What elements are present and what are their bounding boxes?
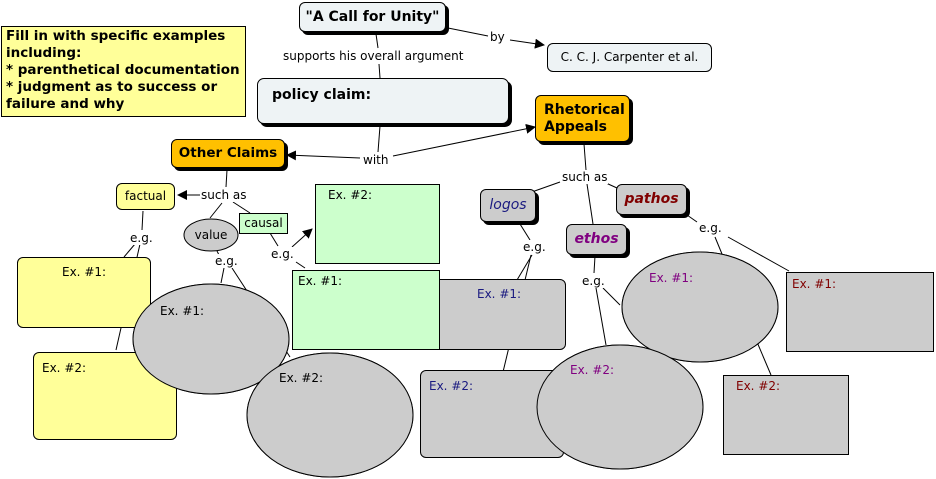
line-eg-causal1 bbox=[295, 261, 306, 269]
example-label: Ex. #2: bbox=[42, 361, 87, 375]
logos-node[interactable]: logos bbox=[480, 189, 536, 222]
rhetorical-appeals-text: Rhetorical Appeals bbox=[544, 102, 625, 135]
line-with-rhetorical bbox=[392, 123, 536, 157]
line-eg-factual1 bbox=[123, 243, 136, 258]
example-label: Ex. #2: bbox=[328, 188, 373, 202]
other-claims-text: Other Claims bbox=[178, 145, 278, 161]
value-example-2-label[interactable]: Ex. #2: bbox=[279, 371, 324, 385]
factual-example-1[interactable]: Ex. #1: bbox=[17, 257, 151, 328]
note-line: * parenthetical documentation bbox=[6, 62, 240, 78]
factual-example-2[interactable]: Ex. #2: bbox=[33, 352, 177, 440]
link-label-by: by bbox=[489, 30, 506, 44]
factual-node[interactable]: factual bbox=[116, 183, 175, 210]
line-title-supports bbox=[375, 33, 379, 49]
value-node[interactable]: value bbox=[184, 227, 238, 243]
example-label: Ex. #2: bbox=[429, 379, 474, 393]
example-label: Ex. #1: bbox=[477, 287, 522, 301]
author-text: C. C. J. Carpenter et al. bbox=[560, 50, 699, 64]
title-text: "A Call for Unity" bbox=[305, 9, 440, 25]
link-label-eg-value: e.g. bbox=[214, 254, 239, 268]
factual-text: factual bbox=[124, 189, 167, 203]
value-ex2-shape bbox=[246, 352, 414, 478]
pathos-text: pathos bbox=[624, 191, 679, 207]
ethos-node[interactable]: ethos bbox=[566, 224, 627, 255]
value-node-shape bbox=[183, 218, 239, 252]
line-other-suchas bbox=[225, 169, 228, 188]
pathos-node[interactable]: pathos bbox=[616, 184, 687, 215]
pathos-example-2[interactable]: Ex. #2: bbox=[723, 375, 849, 455]
note-line: failure and why bbox=[6, 96, 125, 112]
value-example-1-label[interactable]: Ex. #1: bbox=[160, 304, 205, 318]
link-label-eg-causal: e.g. bbox=[270, 247, 295, 261]
instruction-note: Fill in with specific examples including… bbox=[1, 26, 246, 117]
link-label-such-as-appeals: such as bbox=[561, 170, 609, 184]
example-label: Ex. #1: bbox=[792, 277, 837, 291]
line-eg-ethos1 bbox=[602, 287, 621, 306]
other-claims-node[interactable]: Other Claims bbox=[171, 139, 285, 168]
line-eg-pathos-ellipse bbox=[714, 236, 723, 255]
policy-claim-node[interactable]: policy claim: bbox=[257, 78, 509, 124]
example-label: Ex. #1: bbox=[62, 265, 107, 279]
line-pathos-eg bbox=[686, 214, 698, 223]
logos-example-1[interactable]: Ex. #1: bbox=[432, 279, 566, 350]
link-label-eg-logos: e.g. bbox=[522, 240, 547, 254]
line-by-author bbox=[509, 38, 545, 49]
line-with-other bbox=[286, 150, 361, 161]
ethos-example-2-label[interactable]: Ex. #2: bbox=[570, 363, 615, 377]
line-ethos-eg bbox=[593, 255, 596, 274]
note-line: Fill in with specific examples bbox=[6, 28, 226, 44]
ethos-example-1-label[interactable]: Ex. #1: bbox=[649, 271, 694, 285]
link-label-supports: supports his overall argument bbox=[282, 49, 465, 63]
example-label: Ex. #2: bbox=[736, 379, 781, 393]
link-label-with: with bbox=[362, 153, 390, 167]
title-node[interactable]: "A Call for Unity" bbox=[299, 2, 446, 32]
policy-claim-text: policy claim: bbox=[272, 87, 372, 103]
line-eg-ethos2 bbox=[595, 287, 607, 346]
line-policy-with bbox=[377, 125, 381, 153]
rhetorical-appeals-node[interactable]: Rhetorical Appeals bbox=[535, 95, 630, 142]
note-line: including: bbox=[6, 45, 82, 61]
line-eg-causal2 bbox=[291, 228, 313, 248]
line-factual-eg bbox=[141, 210, 144, 231]
link-label-eg-ethos: e.g. bbox=[581, 274, 606, 288]
line-causal-eg bbox=[269, 232, 279, 247]
note-line: * judgment as to success or bbox=[6, 79, 218, 95]
line-title-by bbox=[447, 27, 489, 37]
causal-node[interactable]: causal bbox=[239, 213, 288, 234]
causal-example-2[interactable]: Ex. #2: bbox=[315, 184, 440, 264]
link-label-such-as-claims: such as bbox=[200, 188, 248, 202]
ethos-text: ethos bbox=[574, 231, 619, 247]
ethos-ex1-shape bbox=[621, 251, 779, 363]
line-logos-eg bbox=[519, 223, 531, 241]
line-suchas-ethos bbox=[586, 183, 594, 225]
line-suchas-causal bbox=[232, 201, 251, 214]
line-eg-value1 bbox=[220, 267, 225, 284]
example-label: Ex. #1: bbox=[298, 274, 343, 288]
causal-text: causal bbox=[244, 216, 283, 230]
causal-example-1[interactable]: Ex. #1: bbox=[292, 270, 440, 350]
link-label-eg-factual: e.g. bbox=[129, 231, 154, 245]
value-text: value bbox=[194, 228, 228, 242]
line-ellipse-pathos2 bbox=[756, 341, 772, 376]
logos-example-2[interactable]: Ex. #2: bbox=[420, 370, 564, 458]
link-label-eg-pathos: e.g. bbox=[698, 221, 723, 235]
line-rhetorical-suchas bbox=[583, 143, 587, 171]
line-suchas-value bbox=[209, 202, 223, 219]
logos-text: logos bbox=[489, 197, 527, 213]
pathos-example-1[interactable]: Ex. #1: bbox=[786, 272, 934, 352]
line-supports-policy bbox=[378, 63, 381, 79]
author-node[interactable]: C. C. J. Carpenter et al. bbox=[547, 43, 712, 72]
